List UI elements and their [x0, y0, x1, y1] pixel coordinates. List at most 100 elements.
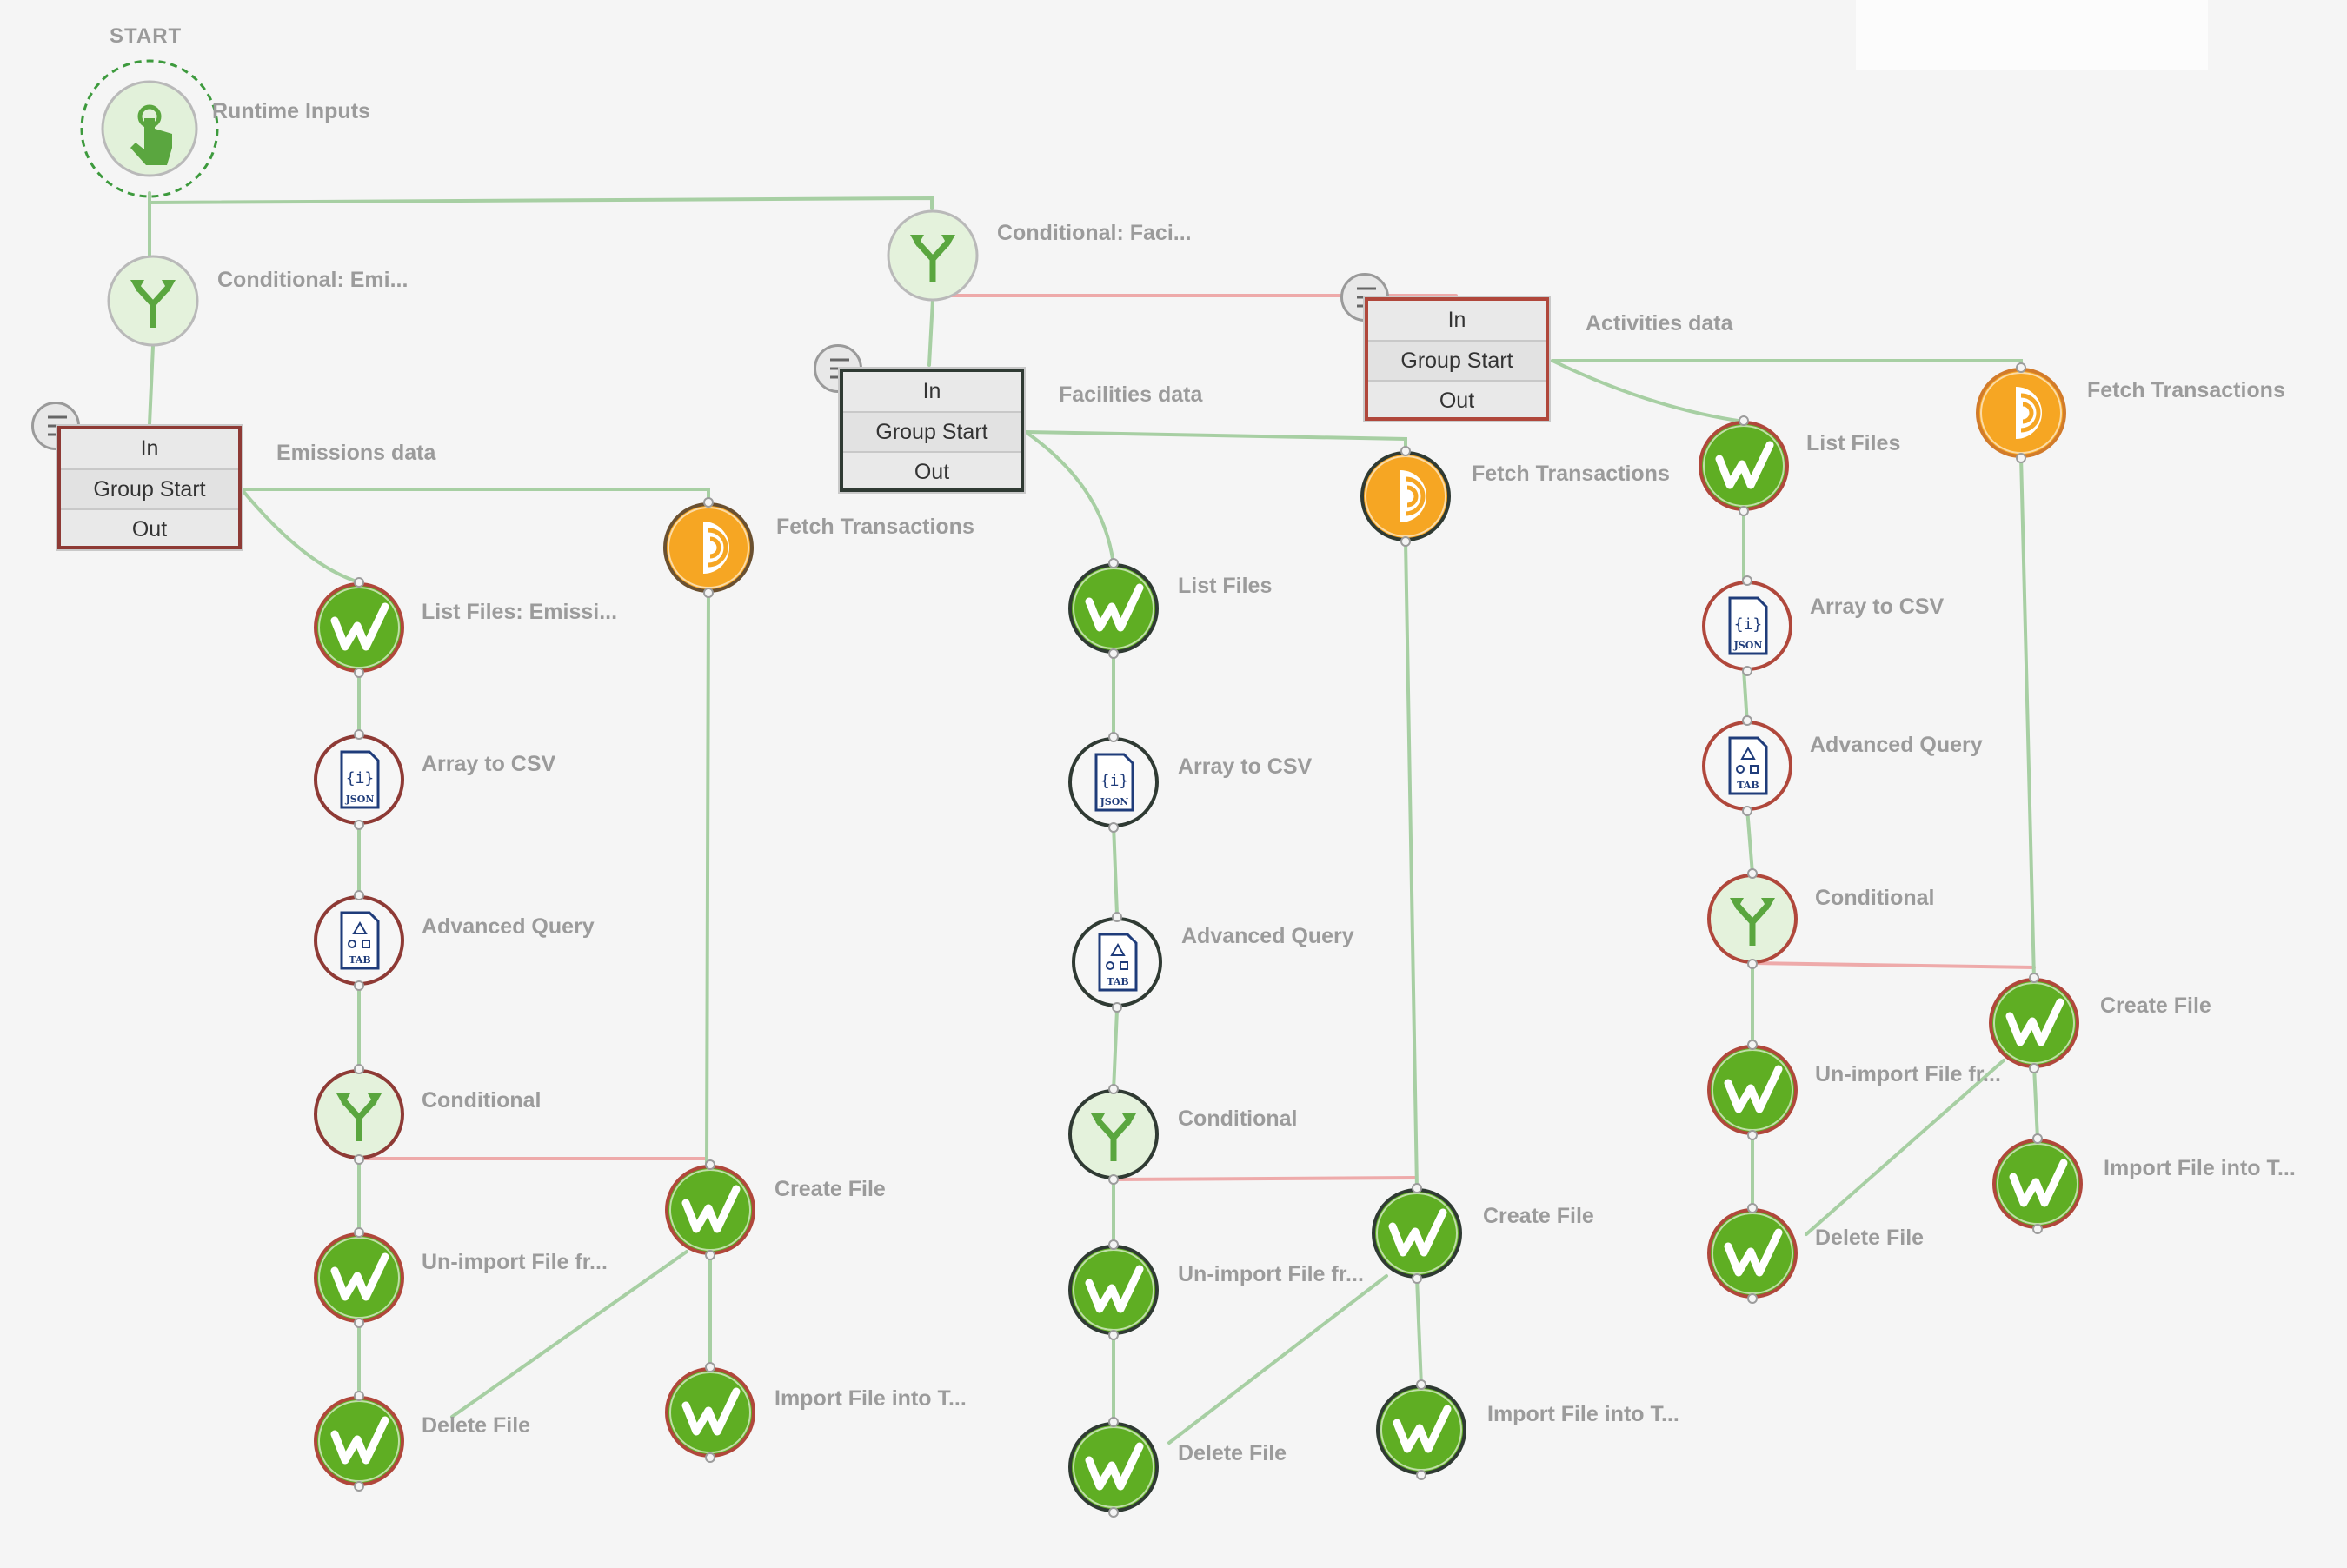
a-list-node[interactable]: List Files [1697, 415, 1900, 516]
output-port[interactable] [1739, 506, 1749, 516]
output-port[interactable] [1742, 666, 1752, 676]
f-list-node[interactable]: List Files [1067, 558, 1272, 659]
output-port[interactable] [1747, 959, 1758, 969]
e-list-node[interactable]: List Files: Emissi... [312, 577, 617, 678]
group-in[interactable]: In [1368, 301, 1546, 342]
input-port[interactable] [1400, 446, 1411, 456]
input-port[interactable] [354, 577, 364, 588]
f-delete-node[interactable]: Delete File [1067, 1417, 1287, 1518]
group-out[interactable]: Out [1439, 389, 1475, 414]
output-port[interactable] [1400, 536, 1411, 547]
output-port[interactable] [1108, 1174, 1119, 1185]
output-port[interactable] [1747, 1293, 1758, 1304]
input-port[interactable] [354, 1391, 364, 1401]
output-port[interactable] [1108, 822, 1119, 833]
output-port[interactable] [354, 1154, 364, 1165]
output-port[interactable] [1416, 1470, 1426, 1480]
output-port[interactable] [354, 1481, 364, 1492]
output-port[interactable] [1108, 1330, 1119, 1340]
runtime-inputs-node[interactable]: Runtime Inputs [80, 59, 370, 202]
input-port[interactable] [1108, 732, 1119, 742]
activities-group-start[interactable]: In Group Start Out [1365, 297, 1549, 421]
input-port[interactable] [1747, 1203, 1758, 1213]
facilities-group-start[interactable]: In Group Start Out [840, 369, 1024, 492]
input-port[interactable] [1108, 1417, 1119, 1427]
input-port[interactable] [2016, 362, 2026, 373]
input-port[interactable] [2032, 1133, 2043, 1144]
output-port[interactable] [705, 1452, 715, 1463]
output-port[interactable] [354, 980, 364, 991]
e-delete-node[interactable]: Delete File [312, 1391, 530, 1492]
group-out[interactable]: Out [914, 460, 950, 485]
f-create-node[interactable]: Create File [1370, 1183, 1594, 1284]
output-port[interactable] [2029, 1063, 2039, 1073]
a-import-node[interactable]: Import File into T... [1991, 1133, 2296, 1234]
f-unimport-node[interactable]: Un-import File fr... [1067, 1239, 1364, 1340]
input-port[interactable] [705, 1362, 715, 1372]
a-create-node[interactable]: Create File [1987, 973, 2211, 1073]
group-in[interactable]: In [843, 372, 1021, 413]
output-port[interactable] [1108, 1507, 1119, 1518]
e-cond-node[interactable]: Conditional [312, 1064, 541, 1165]
f-cond-node[interactable]: Conditional [1067, 1084, 1297, 1185]
conditional-emi-node[interactable]: Conditional: Emi... [106, 254, 408, 348]
output-port[interactable] [705, 1250, 715, 1260]
input-port[interactable] [1742, 715, 1752, 726]
a-fetch-node[interactable]: Fetch Transactions [1974, 362, 2285, 463]
output-port[interactable] [703, 588, 714, 598]
node-label: Create File [775, 1177, 886, 1201]
input-port[interactable] [1747, 1040, 1758, 1050]
input-port[interactable] [354, 1227, 364, 1238]
input-port[interactable] [1108, 558, 1119, 568]
output-port[interactable] [2016, 453, 2026, 463]
e-create-node[interactable]: Create File [663, 1159, 886, 1260]
output-port[interactable] [1108, 648, 1119, 659]
a-cond-node[interactable]: Conditional [1705, 868, 1934, 969]
input-port[interactable] [1416, 1379, 1426, 1390]
output-port[interactable] [1747, 1130, 1758, 1140]
input-port[interactable] [354, 890, 364, 900]
input-port[interactable] [703, 497, 714, 508]
node-label: Advanced Query [422, 914, 595, 939]
e-import-node[interactable]: Import File into T... [663, 1362, 967, 1463]
edge [1112, 823, 1119, 916]
input-port[interactable] [1108, 1239, 1119, 1250]
input-port[interactable] [1112, 912, 1122, 922]
input-port[interactable] [354, 1064, 364, 1074]
workiva-check-icon [314, 582, 404, 673]
output-port[interactable] [1412, 1273, 1422, 1284]
input-port[interactable] [1742, 575, 1752, 586]
output-port[interactable] [354, 1318, 364, 1328]
f-import-node[interactable]: Import File into T... [1374, 1379, 1679, 1480]
output-port[interactable] [1742, 806, 1752, 816]
emissions-group-start[interactable]: In Group Start Out [57, 426, 242, 549]
input-port[interactable] [1747, 868, 1758, 879]
input-port[interactable] [1412, 1183, 1422, 1193]
e-fetch-node[interactable]: Fetch Transactions [662, 497, 974, 598]
output-port[interactable] [354, 820, 364, 830]
node-label: Delete File [1178, 1441, 1287, 1465]
output-port[interactable] [2032, 1224, 2043, 1234]
a-unimport-node[interactable]: Un-import File fr... [1705, 1040, 2001, 1140]
group-out[interactable]: Out [131, 517, 168, 542]
output-port[interactable] [354, 668, 364, 678]
conditional-faci-node[interactable]: Conditional: Faci... [886, 209, 1192, 302]
input-port[interactable] [2029, 973, 2039, 983]
input-port[interactable] [1739, 415, 1749, 426]
edge [1167, 1274, 1388, 1445]
input-port[interactable] [1108, 1084, 1119, 1094]
input-port[interactable] [705, 1159, 715, 1170]
input-port[interactable] [354, 729, 364, 740]
group-in[interactable]: In [61, 429, 238, 470]
e-unimport-node[interactable]: Un-import File fr... [312, 1227, 608, 1328]
output-port[interactable] [1112, 1002, 1122, 1013]
f-fetch-node[interactable]: Fetch Transactions [1359, 446, 1670, 547]
a-delete-node[interactable]: Delete File [1705, 1203, 1924, 1304]
